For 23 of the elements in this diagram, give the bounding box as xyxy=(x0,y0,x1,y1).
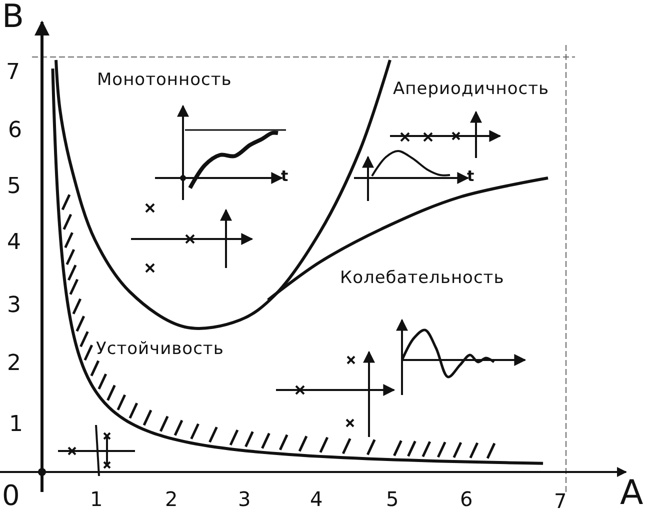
region-label: Апериодичность xyxy=(393,81,550,98)
tick-label: 6 xyxy=(460,489,473,509)
tick-label: 3 xyxy=(7,295,21,317)
tick-label: 6 xyxy=(8,120,22,142)
tick-label: 1 xyxy=(9,414,23,436)
region-label: Монотонность xyxy=(97,72,232,89)
region-label: Колебательность xyxy=(340,270,504,287)
axis-label: B xyxy=(2,0,24,32)
time-axis-label: t xyxy=(281,169,288,184)
tick-label: 7 xyxy=(554,491,567,511)
tick-label: 4 xyxy=(310,489,323,509)
tick-label: 3 xyxy=(238,489,251,509)
tick-label: 1 xyxy=(90,489,103,509)
tick-label: 2 xyxy=(7,353,21,375)
tick-label: 5 xyxy=(7,176,21,198)
axis-label: A xyxy=(620,476,644,510)
tick-label: 4 xyxy=(7,232,21,254)
tick-label: 0 xyxy=(2,482,20,510)
tick-label: 7 xyxy=(6,62,20,84)
time-axis-label: t xyxy=(467,169,474,184)
tick-label: 2 xyxy=(165,489,178,509)
region-label: Устойчивость xyxy=(96,341,224,358)
tick-label: 5 xyxy=(386,489,399,509)
